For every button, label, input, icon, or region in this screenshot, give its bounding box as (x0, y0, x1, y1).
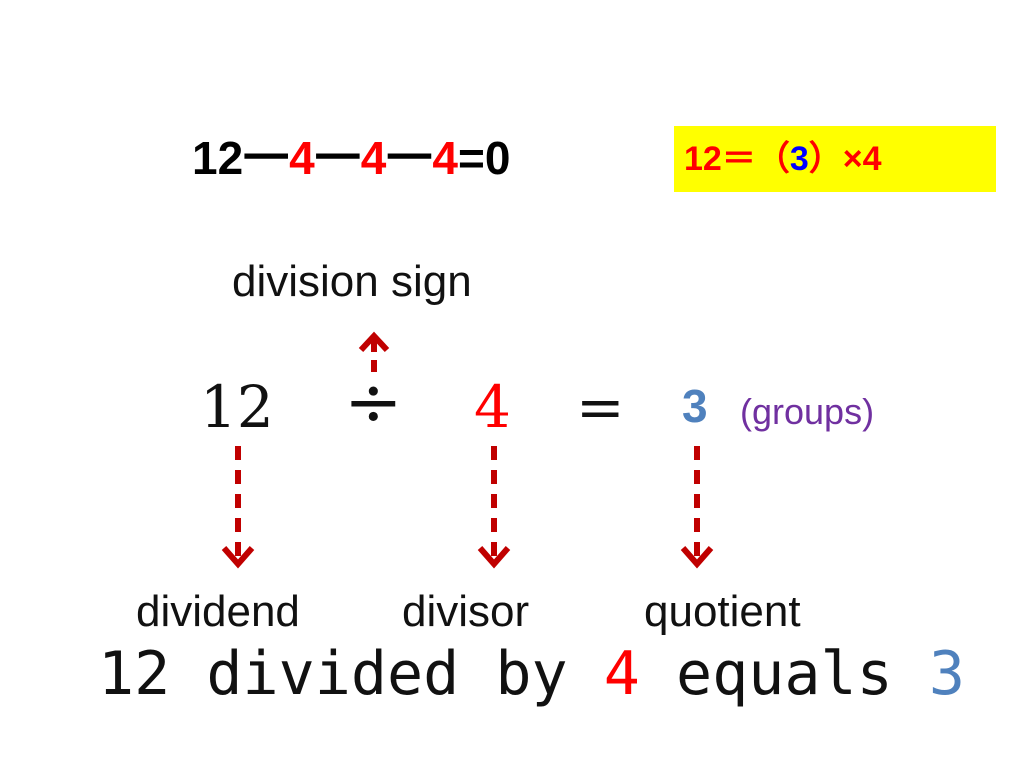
equation-sentence: 12 divided by 4 equals 3 (98, 636, 965, 712)
subtraction-term: 4 (289, 132, 315, 184)
sentence-part-1: 12 divided by (98, 639, 604, 709)
equation-unit: (groups) (740, 391, 875, 432)
subtraction-term: 4 (360, 132, 387, 184)
subtraction-term: 4 (432, 132, 458, 184)
mult-multiplier: 4 (862, 140, 882, 178)
equation-quotient: 3 (682, 380, 708, 432)
multiplication-box: 12＝（3）×4 (674, 126, 996, 192)
mult-right: ）× (808, 140, 863, 178)
sentence-divisor: 4 (603, 639, 640, 709)
arrowhead-down-dividend (221, 546, 255, 569)
equation-equals: = (576, 373, 625, 441)
mult-left: 12＝（ (684, 140, 790, 178)
sentence-quotient: 3 (928, 639, 965, 709)
equation-dividend: 12 (200, 373, 274, 441)
subtraction-result: =0 (457, 132, 511, 184)
equation-divisor: 4 (474, 373, 511, 441)
division-sign-label: division sign (232, 257, 472, 306)
minus-sign: 一 (243, 132, 290, 184)
arrowhead-down-divisor (477, 546, 511, 569)
divisor-label: divisor (402, 587, 530, 636)
sentence-part-2: equals (639, 639, 929, 709)
minus-sign: 一 (386, 132, 433, 184)
minus-sign: 一 (314, 132, 361, 184)
quotient-label: quotient (644, 587, 801, 636)
subtraction-expression: 12一4一4一4=0 (192, 128, 510, 188)
subtraction-start: 12 (192, 132, 244, 184)
mult-factor: 3 (789, 140, 809, 178)
dividend-label: dividend (136, 587, 300, 636)
arrowhead-up (358, 331, 390, 353)
arrowhead-down-quotient (680, 546, 714, 569)
equation-division-operator: ÷ (344, 361, 403, 443)
